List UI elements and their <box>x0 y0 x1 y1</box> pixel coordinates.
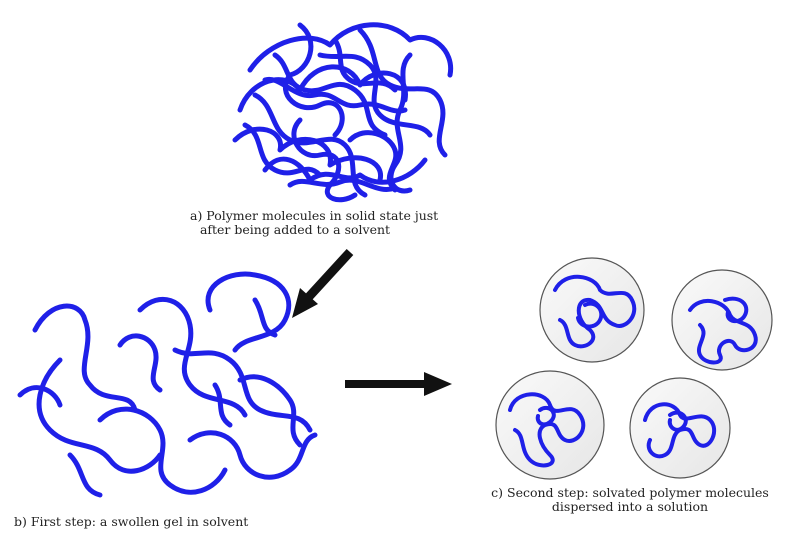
solvated-molecule-2 <box>672 270 772 370</box>
solvated-molecule-1 <box>540 258 644 362</box>
caption-swollen-gel: b) First step: a swollen gel in solvent <box>14 515 314 529</box>
caption-a-line2: after being added to a solvent <box>190 223 400 237</box>
solvated-molecules <box>496 258 772 479</box>
arrow-a-to-b <box>292 252 350 318</box>
caption-c-line1: c) Second step: solvated polymer molecul… <box>470 486 790 500</box>
caption-a-line1: a) Polymer molecules in solid state just <box>190 209 400 223</box>
caption-solution: c) Second step: solvated polymer molecul… <box>470 486 790 514</box>
solid-polymer-tangle <box>235 25 451 200</box>
solvated-molecule-4 <box>630 378 730 478</box>
solvated-molecule-3 <box>496 371 604 479</box>
caption-solid-state: a) Polymer molecules in solid state just… <box>190 209 400 237</box>
arrow-b-to-c <box>345 372 452 396</box>
caption-b-line1: b) First step: a swollen gel in solvent <box>14 515 314 529</box>
swollen-gel <box>20 274 315 495</box>
caption-c-line2: dispersed into a solution <box>470 500 790 514</box>
